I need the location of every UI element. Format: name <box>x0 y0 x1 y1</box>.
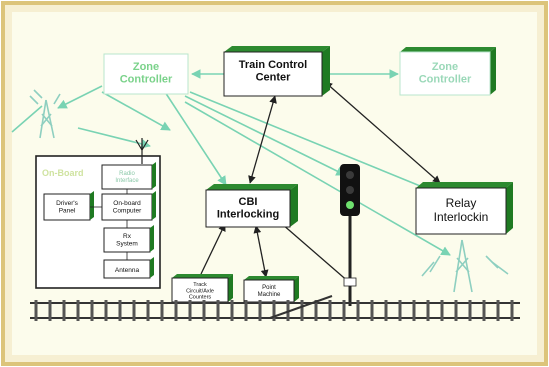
radio-tower-right-icon <box>421 239 509 293</box>
green-links <box>11 69 451 256</box>
onboard-antenna-icon <box>135 138 149 164</box>
antenna-box-label: Antenna <box>115 267 140 274</box>
antenna-box: Antenna <box>103 257 154 279</box>
on-board-title: On-Board <box>42 168 84 178</box>
railway-signal-icon <box>340 164 360 306</box>
railway-track <box>30 295 520 321</box>
dark-links <box>200 81 441 284</box>
radio-tower-left-icon <box>29 89 61 139</box>
onboard-links <box>90 189 128 260</box>
